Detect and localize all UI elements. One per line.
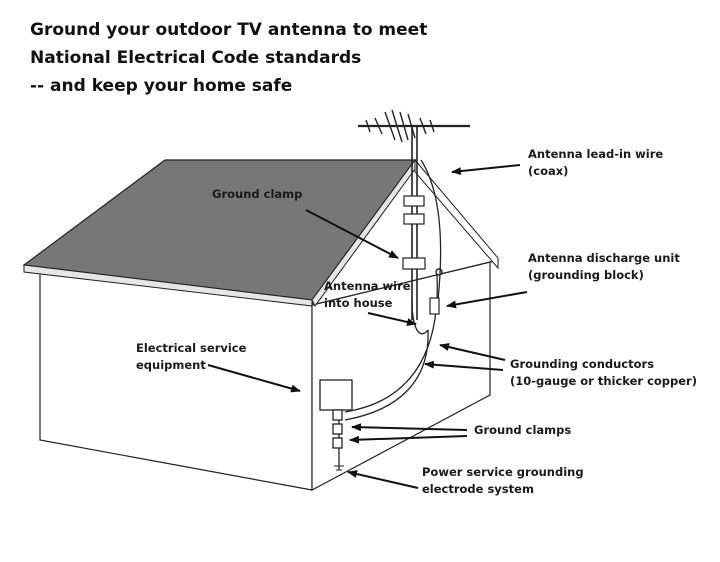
label-power-service-grounding: Power service grounding electrode system xyxy=(422,465,584,496)
arrow-ground-clamp xyxy=(305,209,399,259)
arrow-antenna-wire xyxy=(367,312,417,326)
arrow-clamp-upper xyxy=(351,423,468,432)
arrow-clamp-lower xyxy=(349,435,468,444)
arrow-conductor-upper xyxy=(439,343,506,361)
title-line-1: Ground your outdoor TV antenna to meet xyxy=(30,20,428,40)
page-title: Ground your outdoor TV antenna to meet N… xyxy=(30,16,427,100)
label-discharge-unit: Antenna discharge unit (grounding block) xyxy=(528,251,680,282)
roof xyxy=(22,158,499,307)
label-antenna-wire-into-house: Antenna wire into house xyxy=(324,279,411,310)
mast-brackets xyxy=(402,195,426,270)
discharge-unit xyxy=(429,297,440,315)
title-line-2: National Electrical Code standards xyxy=(30,48,362,68)
label-grounding-conductors: Grounding conductors (10-gauge or thicke… xyxy=(510,357,697,388)
mast-ground-point xyxy=(435,268,443,276)
arrow-discharge-unit xyxy=(446,291,528,309)
house-walls xyxy=(39,164,500,492)
arrow-service-equipment xyxy=(207,364,301,393)
front-wall xyxy=(39,271,313,491)
label-ground-clamps: Ground clamps xyxy=(474,423,572,437)
label-ground-clamp: Ground clamp xyxy=(212,187,303,201)
service-panel xyxy=(319,379,353,471)
label-electrical-service-equipment: Electrical service equipment xyxy=(136,341,247,372)
arrow-lead-in xyxy=(451,164,521,176)
callout-arrows xyxy=(207,164,528,489)
label-lead-in-wire: Antenna lead-in wire (coax) xyxy=(528,147,664,178)
mast-ground-clamp xyxy=(402,257,426,270)
title-line-3: -- and keep your home safe xyxy=(30,76,293,96)
arrow-power-grounding xyxy=(347,470,419,489)
arrow-conductor-lower xyxy=(424,360,504,371)
